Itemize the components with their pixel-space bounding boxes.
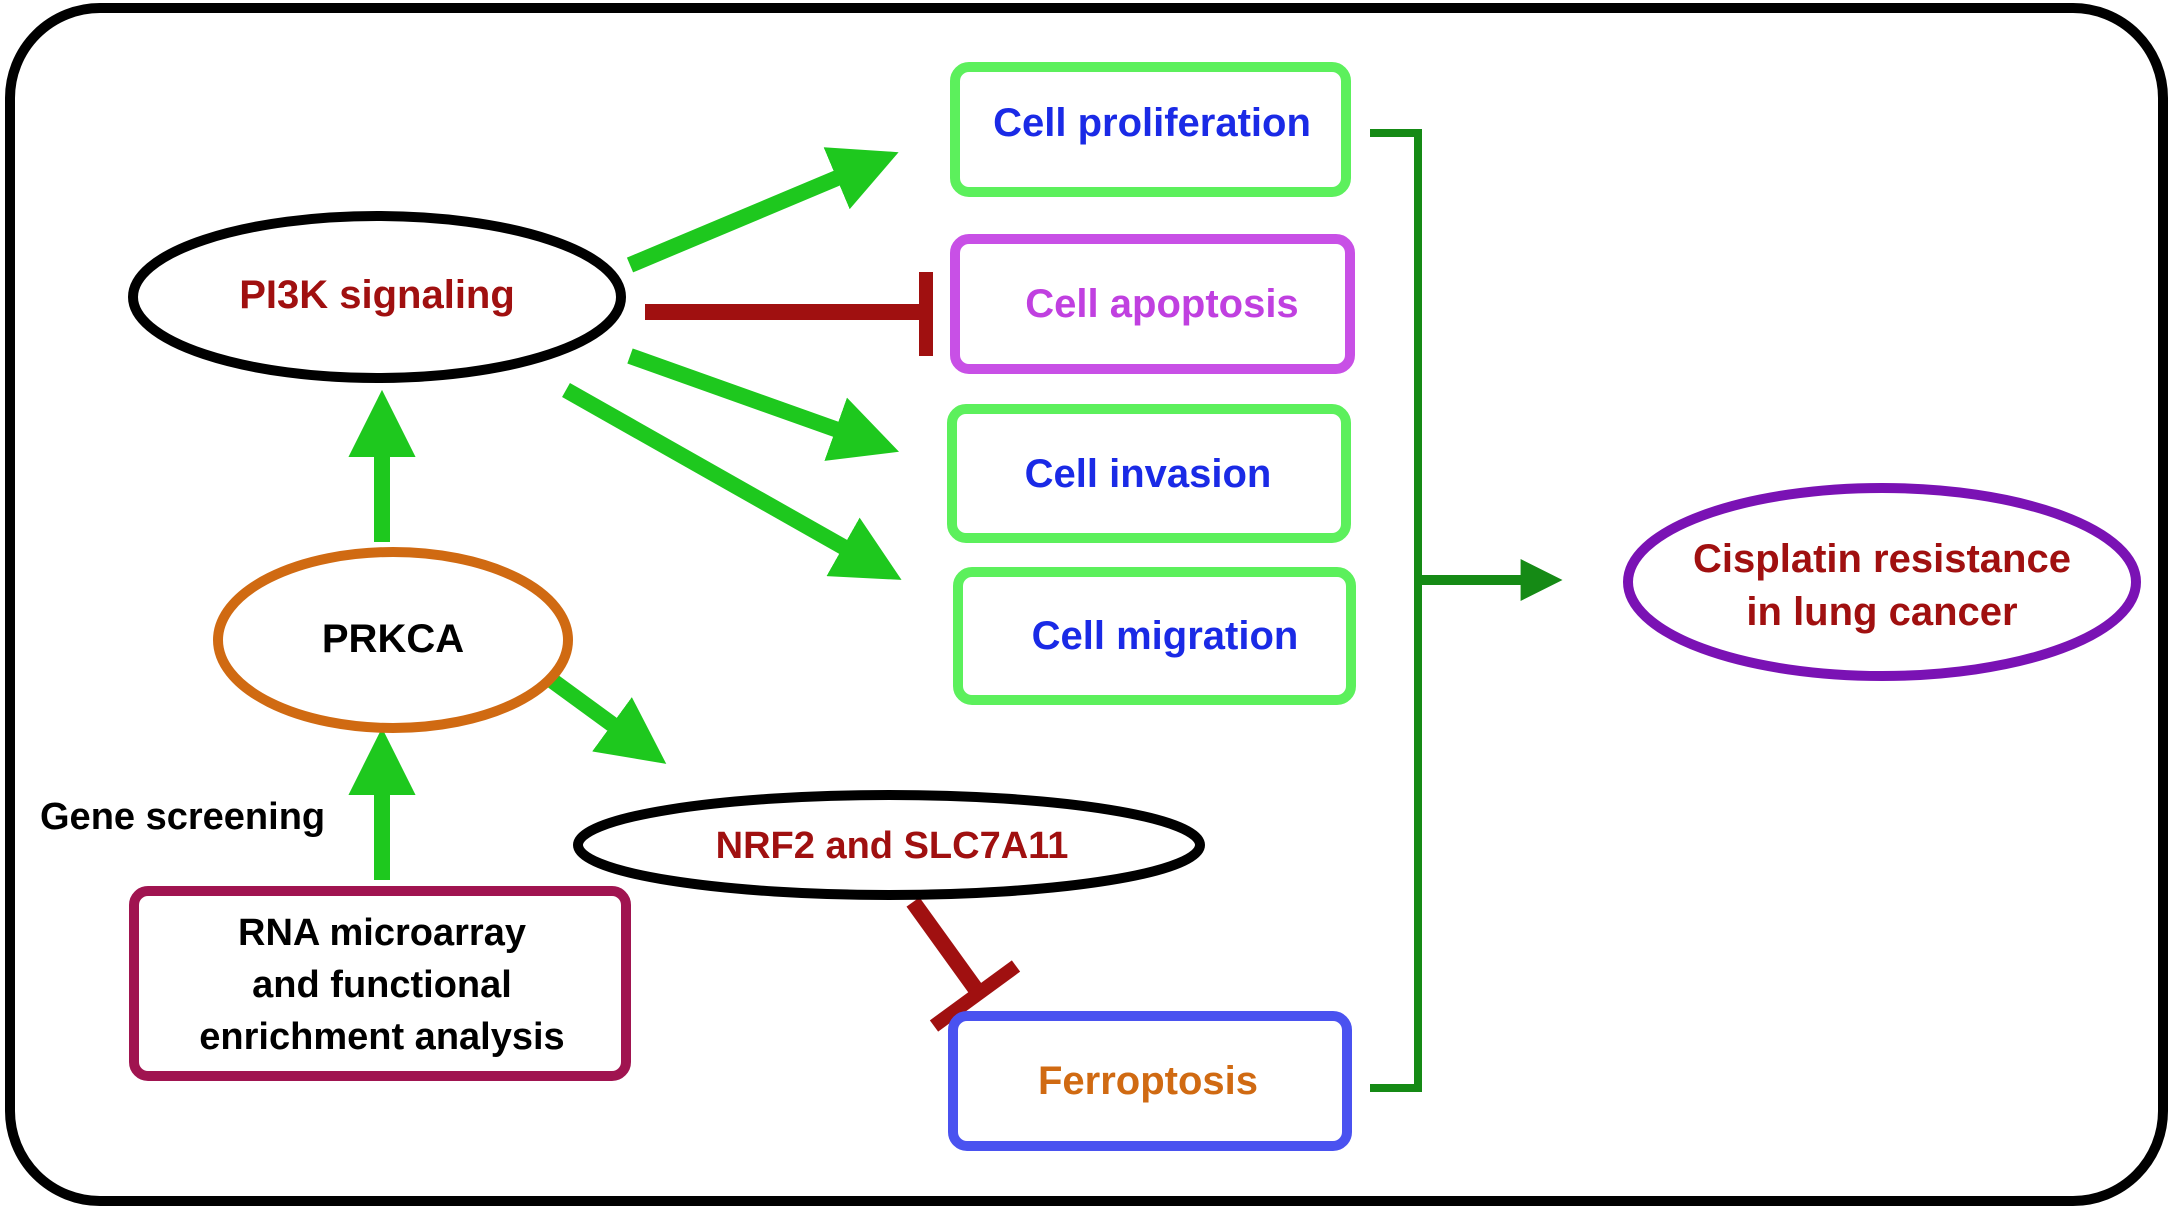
node-apoptosis: Cell apoptosis <box>950 234 1355 374</box>
node-proliferation: Cell proliferation <box>950 62 1351 197</box>
node-pi3k-label: PI3K signaling <box>239 273 515 317</box>
arrow-pi3k-to-proliferation <box>626 147 899 273</box>
node-pi3k: PI3K signaling <box>128 211 626 383</box>
node-cisplatin-line-1: Cisplatin resistance <box>1693 537 2071 581</box>
node-proliferation-label: Cell proliferation <box>993 101 1311 145</box>
node-rna-line-1: RNA microarray <box>238 912 526 954</box>
gene-screening-label: Gene screening <box>40 796 325 838</box>
node-rna-line-2: and functional <box>252 964 512 1006</box>
outcome-bracket <box>1370 129 1422 1092</box>
node-cisplatin-line-2: in lung cancer <box>1746 590 2017 634</box>
node-nrf2-label: NRF2 and SLC7A11 <box>716 825 1069 867</box>
node-migration-label: Cell migration <box>1032 614 1299 658</box>
node-ferroptosis: Ferroptosis <box>948 1011 1352 1151</box>
inhibit-nrf2-to-ferroptosis <box>906 897 987 1000</box>
node-invasion-label: Cell invasion <box>1025 452 1272 496</box>
node-apoptosis-label: Cell apoptosis <box>1025 282 1298 326</box>
node-migration: Cell migration <box>953 567 1356 705</box>
arrow-pi3k-to-migration <box>562 383 902 580</box>
arrow-prkca-to-nrf2 <box>530 661 667 764</box>
node-invasion: Cell invasion <box>947 404 1351 543</box>
inhibit-bar-ferroptosis <box>929 960 1021 1032</box>
node-nrf2: NRF2 and SLC7A11 <box>573 790 1205 900</box>
node-ferroptosis-label: Ferroptosis <box>1038 1059 1258 1103</box>
node-rna: RNA microarray and functional enrichment… <box>129 886 631 1081</box>
arrow-pi3k-to-invasion <box>627 348 899 461</box>
node-prkca: PRKCA <box>213 547 573 733</box>
node-cisplatin: Cisplatin resistance in lung cancer <box>1623 483 2141 681</box>
node-rna-line-3: enrichment analysis <box>199 1016 564 1058</box>
node-prkca-label: PRKCA <box>322 617 464 661</box>
